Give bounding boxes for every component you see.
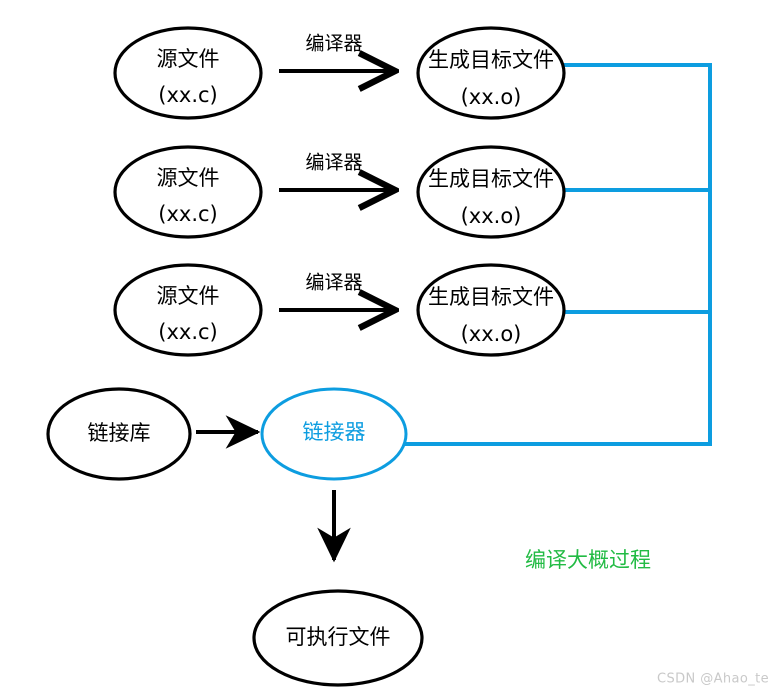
linker-label: 链接器 [303,420,366,444]
object-file-sublabel-2: (xx.o) [461,204,522,228]
object-file-sublabel-3: (xx.o) [461,322,522,346]
source-file-ellipse-2[interactable] [113,145,263,239]
output-stage: 可执行文件 [252,490,424,687]
compile-arrow-label-1: 编译器 [305,33,362,55]
source-file-ellipse-3[interactable] [113,263,263,357]
object-file-label-1: 生成目标文件 [428,48,554,72]
object-file-ellipse-2[interactable] [416,145,566,239]
compile-arrow-label-2: 编译器 [305,152,362,174]
bus-branch-row-1 [405,63,712,446]
pipeline-row-3: 源文件 (xx.c) 编译器 生成目标文件 (xx.o) [113,263,566,357]
object-file-bus [405,63,712,446]
source-file-sublabel-2: (xx.c) [158,202,217,226]
pipeline-row-1: 源文件 (xx.c) 编译器 生成目标文件 (xx.o) [113,26,566,120]
executable-file-ellipse[interactable] [252,589,424,687]
object-file-label-2: 生成目标文件 [428,167,554,191]
source-file-label-3: 源文件 [157,284,220,308]
object-file-label-3: 生成目标文件 [428,285,554,309]
executable-file-label: 可执行文件 [286,625,391,649]
source-file-label-2: 源文件 [157,166,220,190]
source-file-ellipse-1[interactable] [113,26,263,120]
link-library-label: 链接库 [88,421,151,445]
source-file-sublabel-3: (xx.c) [158,320,217,344]
link-library-ellipse[interactable] [46,387,192,481]
csdn-watermark: CSDN @Ahao_te [657,672,769,687]
linker-ellipse[interactable] [260,387,408,481]
diagram-caption: 编译大概过程 [525,548,651,572]
object-file-sublabel-1: (xx.o) [461,85,522,109]
pipeline-row-2: 源文件 (xx.c) 编译器 生成目标文件 (xx.o) [113,145,566,239]
source-file-sublabel-1: (xx.c) [158,83,217,107]
compile-arrow-label-3: 编译器 [305,272,362,294]
object-file-ellipse-3[interactable] [416,263,566,357]
source-file-label-1: 源文件 [157,47,220,71]
object-file-ellipse-1[interactable] [416,26,566,120]
link-stage: 链接库 链接器 [46,387,408,481]
